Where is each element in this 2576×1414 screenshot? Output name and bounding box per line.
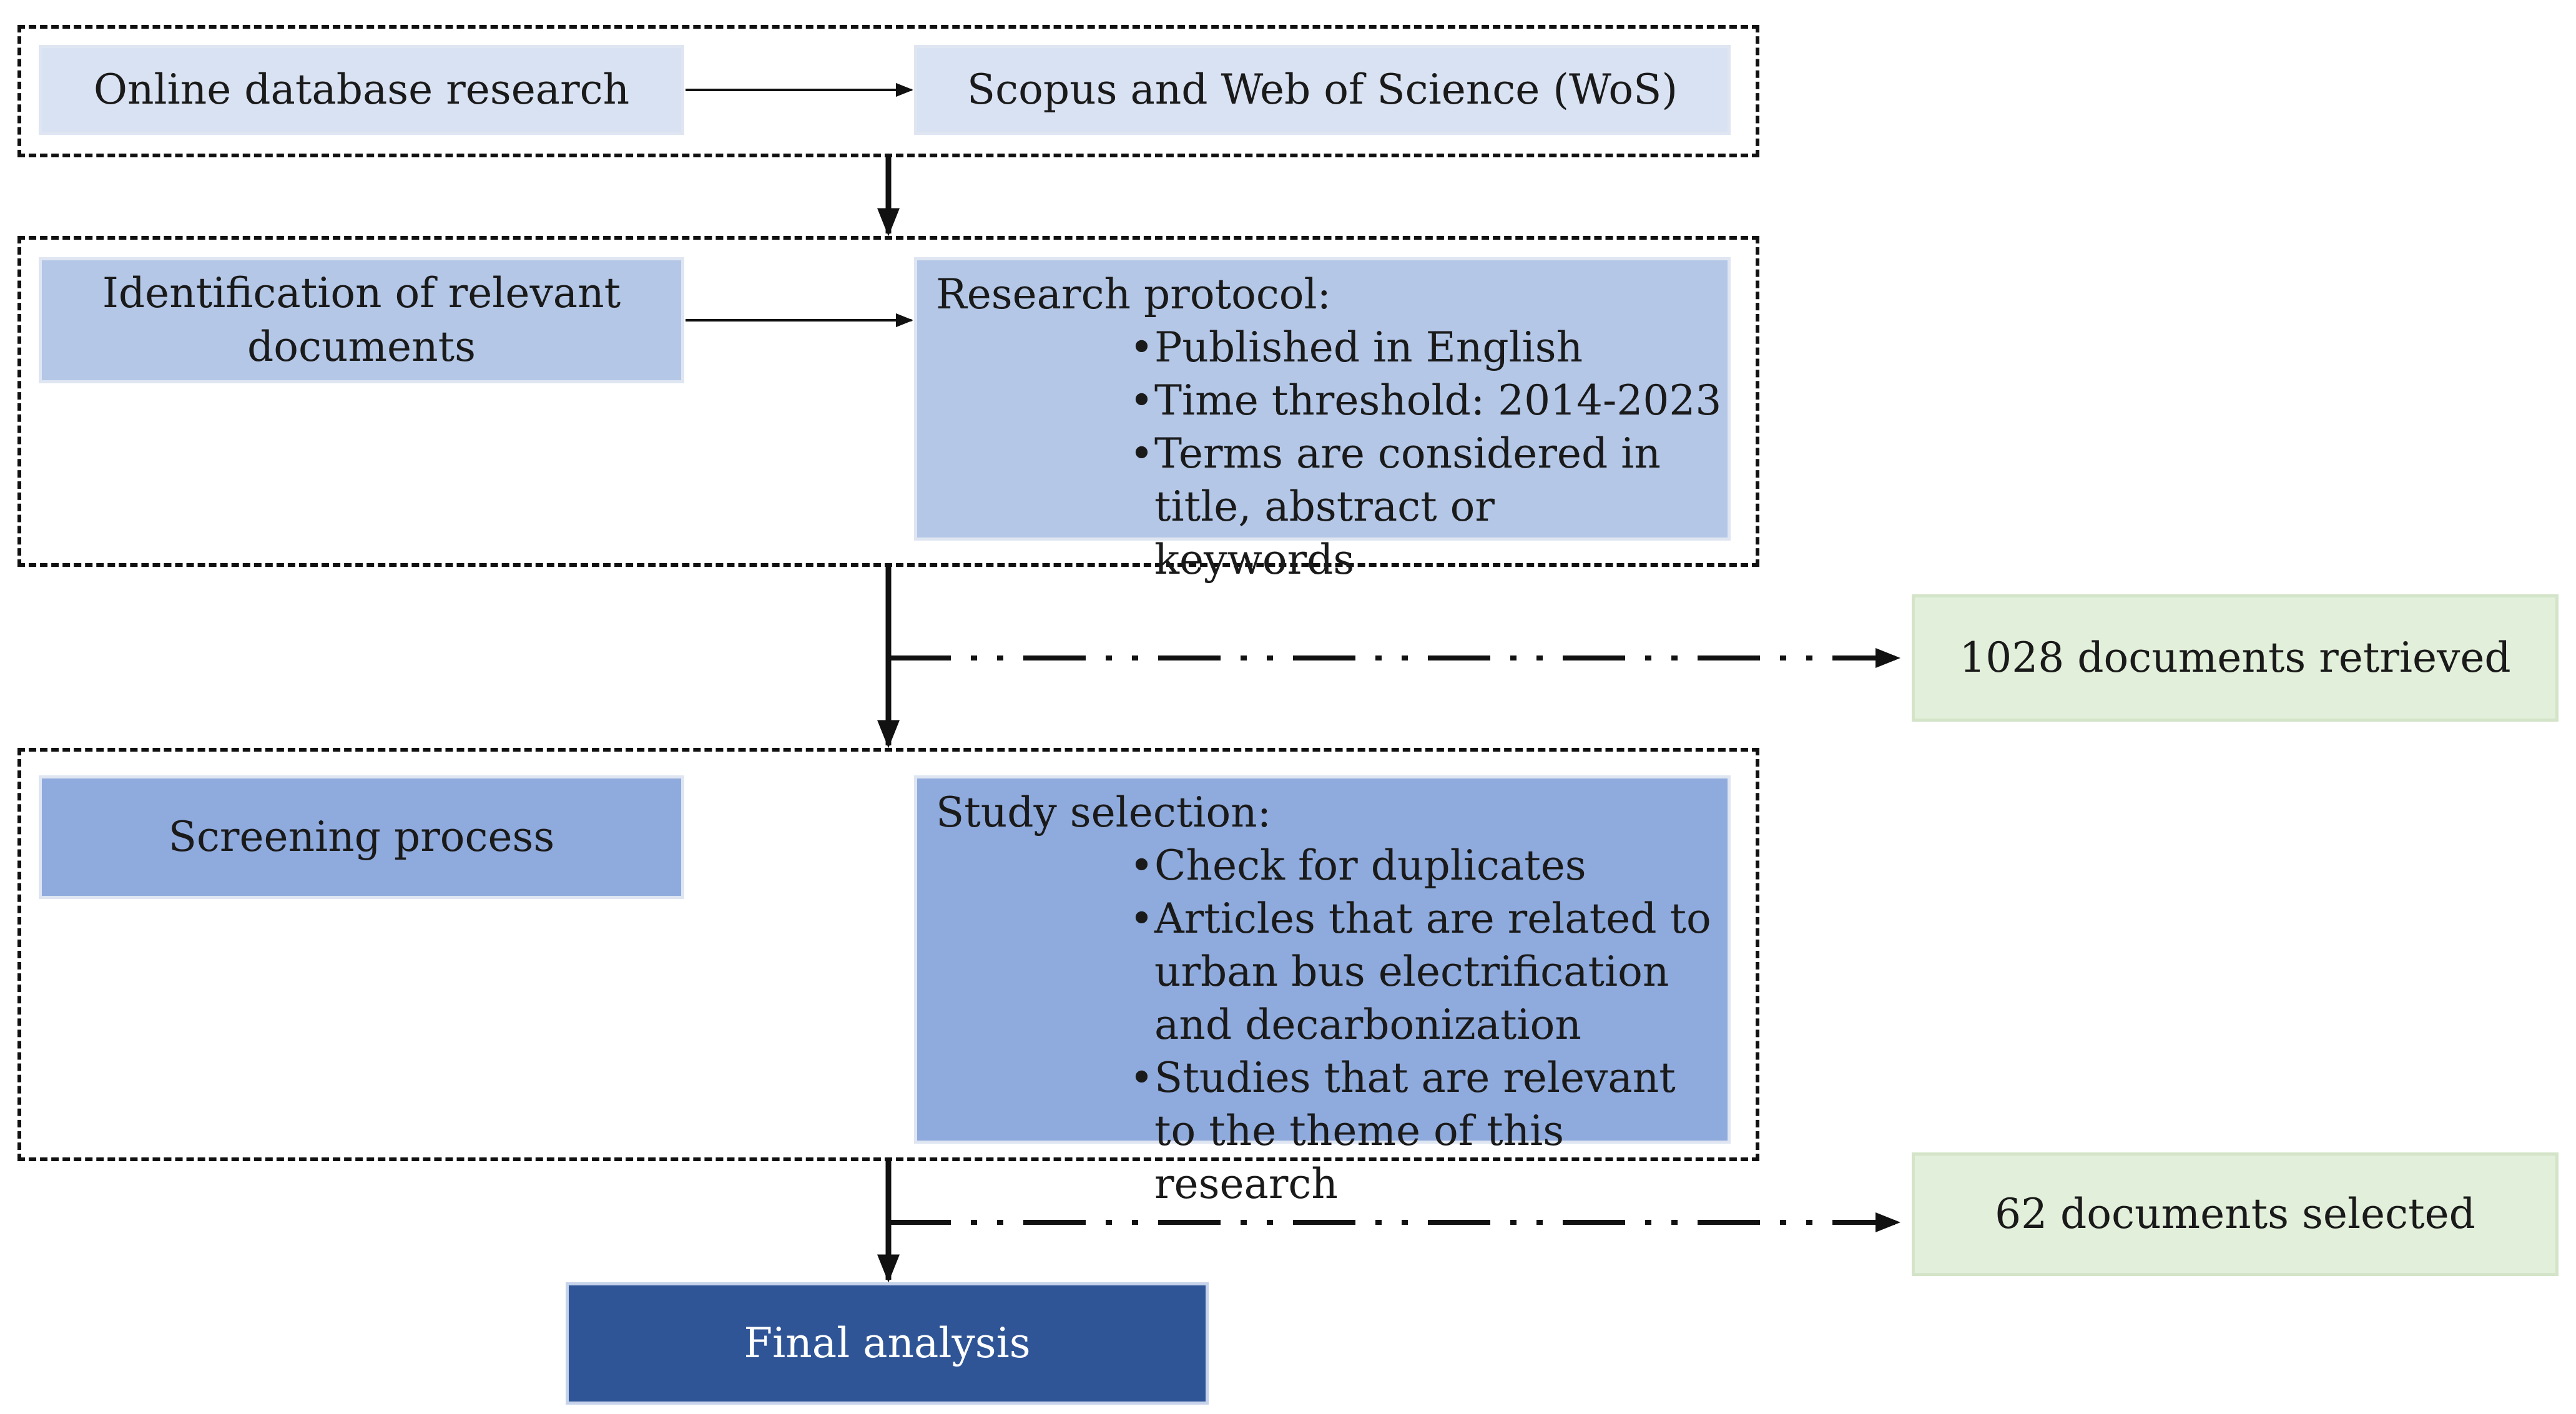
documents-retrieved-label: 1028 documents retrieved [1959, 634, 2511, 682]
selection-item: Check for duplicates [1129, 839, 1728, 892]
screening-process-box: Screening process [39, 775, 684, 899]
study-selection-heading: Study selection: [936, 788, 1271, 837]
research-protocol-list: Published in English Time threshold: 201… [936, 321, 1728, 586]
selection-item: Studies that are relevant to the theme o… [1129, 1051, 1716, 1210]
selection-item: Articles that are related to urban bus e… [1129, 892, 1735, 1051]
final-analysis-box: Final analysis [566, 1282, 1209, 1405]
documents-selected-box: 62 documents selected [1912, 1152, 2559, 1276]
final-analysis-label: Final analysis [744, 1319, 1031, 1367]
identification-stage-frame [17, 236, 1759, 567]
documents-selected-label: 62 documents selected [1995, 1190, 2475, 1238]
protocol-item: Time threshold: 2014-2023 [1129, 374, 1728, 427]
identification-box: Identification of relevant documents [39, 257, 684, 383]
identification-label: Identification of relevant documents [102, 269, 621, 371]
scopus-wos-label: Scopus and Web of Science (WoS) [966, 66, 1678, 114]
online-database-research-label: Online database research [93, 66, 630, 114]
scopus-wos-box: Scopus and Web of Science (WoS) [914, 45, 1731, 135]
protocol-item: Published in English [1129, 321, 1728, 374]
protocol-item: Terms are considered in title, abstract … [1129, 427, 1691, 586]
study-selection-list: Check for duplicates Articles that are r… [936, 839, 1728, 1210]
online-database-research-box: Online database research [39, 45, 684, 135]
screening-stage-frame [17, 748, 1759, 1161]
screening-process-label: Screening process [168, 813, 555, 861]
research-protocol-box: Research protocol: Published in English … [914, 257, 1731, 584]
research-protocol-heading: Research protocol: [936, 270, 1331, 318]
database-stage-frame [17, 25, 1759, 157]
documents-retrieved-box: 1028 documents retrieved [1912, 594, 2559, 722]
study-selection-box: Study selection: Check for duplicates Ar… [914, 775, 1731, 1208]
